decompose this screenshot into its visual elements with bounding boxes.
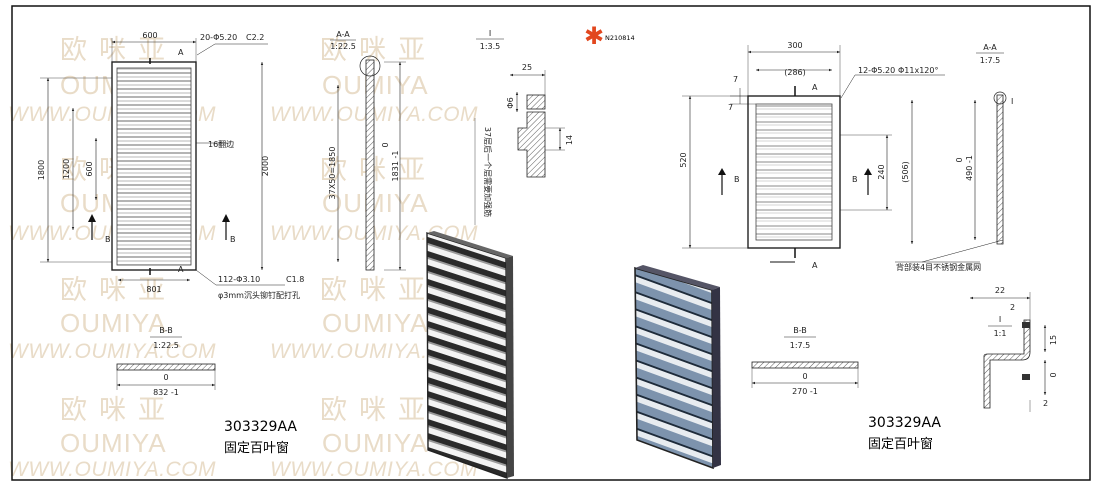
- dim-height-2000: 2000: [261, 156, 270, 176]
- arrow-b-right: B: [852, 175, 858, 184]
- dim-length-270: 270 -1: [792, 387, 818, 396]
- logo: ✱ N210814: [584, 24, 646, 50]
- dim-7b: 7: [728, 103, 733, 112]
- dim-height-1800: 1800: [37, 160, 46, 180]
- fold-note: 37层后一个层需要加强筋: [483, 127, 493, 217]
- left-part-number: 303329AA: [224, 419, 297, 435]
- arrow-b-right: B: [230, 235, 236, 244]
- left-side-section: [336, 55, 406, 271]
- tol-zero: 0: [381, 142, 390, 147]
- dim-height-520: 520: [679, 152, 688, 167]
- detail-i-marker: I: [1011, 97, 1013, 106]
- right-part-name: 固定百叶窗: [868, 437, 934, 452]
- dim-7a: 7: [733, 75, 738, 84]
- dim-pitch: 37X50=1850: [328, 147, 337, 200]
- dim-chamfer-bottom: C1.8: [286, 275, 304, 284]
- right-detail-i: [970, 292, 1047, 412]
- logo-code: N210814: [605, 34, 635, 42]
- dim-width-300: 300: [787, 41, 802, 50]
- dim-height-600: 600: [85, 161, 94, 176]
- right-part-number: 303329AA: [868, 415, 941, 431]
- section-bb-label: B-B: [159, 326, 173, 335]
- left-part-name: 固定百叶窗: [224, 441, 290, 456]
- asterisk-logo-icon: ✱: [584, 22, 605, 50]
- right-dimension-labels: 300 (286) 12-Φ5.20 Φ11x120° 7 7 520 240 …: [679, 41, 1058, 408]
- arrow-a-top: A: [178, 48, 184, 57]
- detail-i-label: I: [489, 29, 491, 38]
- rivet-note: φ3mm沉头铆钉配打孔: [218, 290, 300, 300]
- arrow-b-left: B: [105, 235, 111, 244]
- section-bb-scale: 1:7.5: [790, 341, 811, 350]
- dim-14: 14: [565, 135, 574, 145]
- arrow-a-top: A: [812, 83, 818, 92]
- right-section-bb: [751, 361, 859, 388]
- right-front-view: [682, 45, 945, 263]
- dim-length-490: 490 -1: [965, 155, 974, 181]
- section-aa-scale: 1:7.5: [980, 56, 1001, 65]
- left-detail-i: [474, 70, 565, 225]
- dim-25: 25: [522, 63, 532, 72]
- dim-length-1831: 1831 -1: [391, 151, 400, 182]
- dim-2a: 2: [1010, 303, 1015, 312]
- detail-i-scale: 1:1: [994, 329, 1007, 338]
- dim-width-286: (286): [784, 68, 806, 77]
- dim-phi6: Φ6: [506, 97, 515, 108]
- dim-2b: 2: [1043, 399, 1048, 408]
- tol-zero-bb: 0: [163, 373, 168, 382]
- bend-note: 16翻边: [208, 139, 234, 149]
- section-aa-label: A-A: [983, 43, 997, 52]
- tol-zero: 0: [955, 157, 964, 162]
- arrow-b-left: B: [734, 175, 740, 184]
- dim-height-506: (506): [901, 161, 910, 183]
- mesh-note: 背部装4目不锈钢金属网: [896, 262, 981, 272]
- left-dimension-labels: 600 20-Φ5.20 C2.2 A A 2000 1800 1200 600…: [37, 29, 574, 397]
- left-isometric-view: [426, 231, 514, 479]
- section-aa-label: A-A: [336, 30, 350, 39]
- tol-zero-bb: 0: [802, 372, 807, 381]
- tol-zero-detail: 0: [1049, 372, 1058, 377]
- dim-height-240: 240: [877, 164, 886, 179]
- dim-holes-top: 12-Φ5.20: [858, 66, 895, 75]
- detail-i-scale: 1:3.5: [480, 42, 501, 51]
- right-side-section: [895, 91, 1007, 263]
- dim-holes-top: 20-Φ5.20: [200, 33, 237, 42]
- dim-chamfer-top: C2.2: [246, 33, 264, 42]
- dim-22: 22: [995, 286, 1005, 295]
- arrow-a-bottom: A: [178, 265, 184, 274]
- dim-width: 600: [142, 31, 157, 40]
- dim-length-832: 832 -1: [153, 388, 179, 397]
- detail-i-label: I: [999, 315, 1001, 324]
- dim-holes-spec: Φ11x120°: [898, 66, 938, 75]
- section-bb-label: B-B: [793, 326, 807, 335]
- sheet-border: [11, 5, 1091, 481]
- dim-width-801: 801: [146, 285, 161, 294]
- section-bb-scale: 1:22.5: [153, 341, 179, 350]
- section-aa-scale: 1:22.5: [330, 42, 356, 51]
- left-front-view: [40, 38, 285, 286]
- right-isometric-view: [634, 265, 721, 470]
- dim-holes-bottom: 112-Φ3.10: [218, 275, 260, 284]
- dim-15: 15: [1049, 335, 1058, 345]
- left-section-bb: [116, 363, 216, 390]
- arrow-a-bottom: A: [812, 261, 818, 270]
- dim-height-1200: 1200: [62, 159, 71, 179]
